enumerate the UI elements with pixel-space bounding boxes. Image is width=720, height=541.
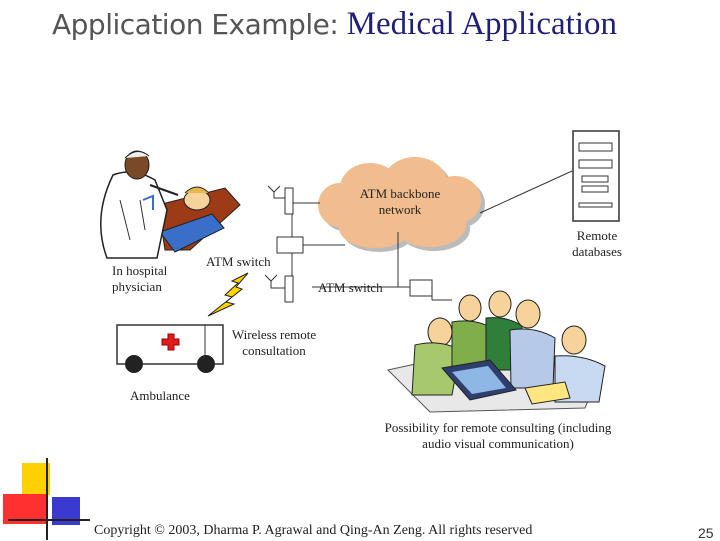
- remote-db-label: Remote databases: [572, 228, 622, 259]
- antenna-icons: [264, 185, 285, 289]
- page-number: 25: [698, 525, 714, 541]
- wireless-lightning-icon: [207, 272, 249, 317]
- atm-switch-label-1: ATM switch: [206, 254, 271, 269]
- atm-backbone-cloud: [318, 157, 485, 252]
- title-main: Medical Application: [346, 6, 618, 42]
- network-links: [291, 202, 452, 301]
- atm-switch-icons: [276, 187, 433, 303]
- atm-switch-label-2: ATM switch: [318, 280, 383, 295]
- physician-clipart: [100, 150, 241, 259]
- backbone-label: ATM backbone network: [359, 186, 441, 217]
- consulting-group-clipart: [387, 290, 606, 413]
- database-server-icon: [572, 130, 620, 222]
- db-link: [479, 170, 573, 214]
- corner-decoration: [3, 458, 90, 540]
- physician-label: In hospital physician: [112, 263, 168, 294]
- ambulance-label: Ambulance: [130, 388, 190, 403]
- title-prefix: Application Example:: [52, 8, 347, 41]
- consulting-label: Possibility for remote consulting (inclu…: [384, 420, 612, 451]
- ambulance-icon: [116, 324, 224, 373]
- copyright: Copyright © 2003, Dharma P. Agrawal and …: [94, 523, 533, 538]
- wireless-label: Wireless remote consultation: [231, 327, 317, 358]
- slide-title: Application Example: Medical Application: [52, 6, 617, 43]
